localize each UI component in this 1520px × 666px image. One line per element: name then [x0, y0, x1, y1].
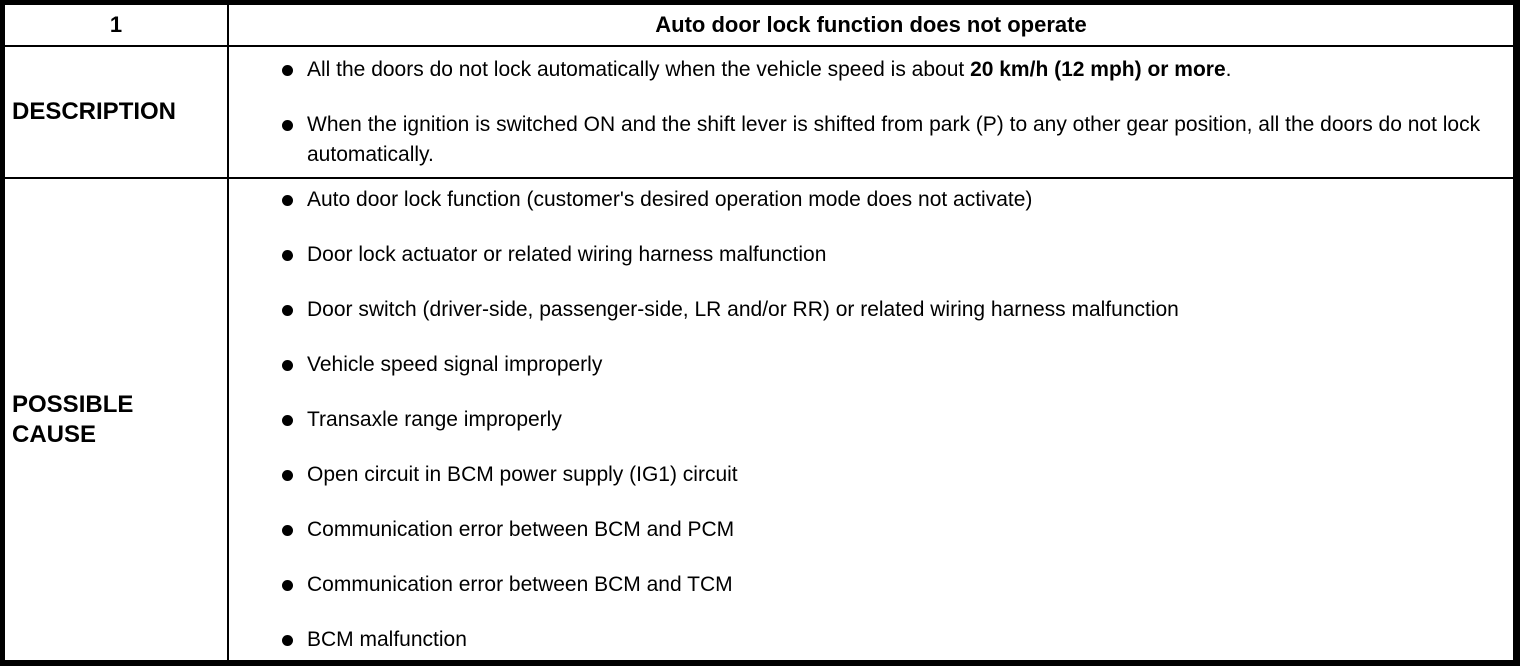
bullet-text: All the doors do not lock automatically …	[307, 58, 971, 81]
bullet-text: BCM malfunction	[307, 628, 467, 651]
bullet-icon	[282, 65, 293, 76]
bullet-text: When the ignition is switched ON and the…	[307, 113, 1481, 166]
bullet-icon	[282, 250, 293, 261]
bullet-item: All the doors do not lock automatically …	[229, 55, 1499, 85]
bullet-icon	[282, 305, 293, 316]
bullet-text: Door lock actuator or related wiring har…	[307, 243, 827, 266]
bullet-text: Communication error between BCM and PCM	[307, 518, 735, 541]
bullet-item: Door lock actuator or related wiring har…	[229, 240, 1499, 270]
bullet-text: Open circuit in BCM power supply (IG1) c…	[307, 463, 738, 486]
bullet-icon	[282, 635, 293, 646]
bullet-icon	[282, 195, 293, 206]
item-number-cell: 1	[5, 5, 227, 45]
possible-cause-bullet-list: Auto door lock function (customer's desi…	[229, 185, 1499, 655]
description-bullet-list: All the doors do not lock automatically …	[229, 55, 1499, 170]
bullet-text: Communication error between BCM and TCM	[307, 573, 733, 596]
bullet-icon	[282, 415, 293, 426]
symptom-title: Auto door lock function does not operate	[229, 5, 1513, 45]
bullet-item: BCM malfunction	[229, 625, 1499, 655]
bullet-item: Door switch (driver-side, passenger-side…	[229, 295, 1499, 325]
bullet-item: Transaxle range improperly	[229, 405, 1499, 435]
bullet-icon	[282, 360, 293, 371]
bullet-item: Communication error between BCM and PCM	[229, 515, 1499, 545]
bullet-item: Auto door lock function (customer's desi…	[229, 185, 1499, 215]
bullet-text: Vehicle speed signal improperly	[307, 353, 603, 376]
bullet-text: .	[1225, 58, 1232, 81]
bullet-text: Transaxle range improperly	[307, 408, 562, 431]
bullet-text: Auto door lock function (customer's desi…	[307, 188, 1033, 211]
bullet-icon	[282, 525, 293, 536]
bullet-icon	[282, 580, 293, 591]
bullet-item: Communication error between BCM and TCM	[229, 570, 1499, 600]
bullet-text: Door switch (driver-side, passenger-side…	[307, 298, 1179, 321]
description-content-cell: All the doors do not lock automatically …	[229, 47, 1513, 177]
description-label: DESCRIPTION	[5, 47, 227, 177]
possible-cause-label: POSSIBLE CAUSE	[5, 179, 227, 660]
bullet-item: Open circuit in BCM power supply (IG1) c…	[229, 460, 1499, 490]
bullet-item: When the ignition is switched ON and the…	[229, 110, 1499, 170]
bullet-icon	[282, 470, 293, 481]
bullet-item: Vehicle speed signal improperly	[229, 350, 1499, 380]
bullet-text-bold: 20 km/h (12 mph) or more	[970, 58, 1226, 81]
bullet-icon	[282, 120, 293, 131]
possible-cause-content-cell: Auto door lock function (customer's desi…	[229, 179, 1513, 660]
